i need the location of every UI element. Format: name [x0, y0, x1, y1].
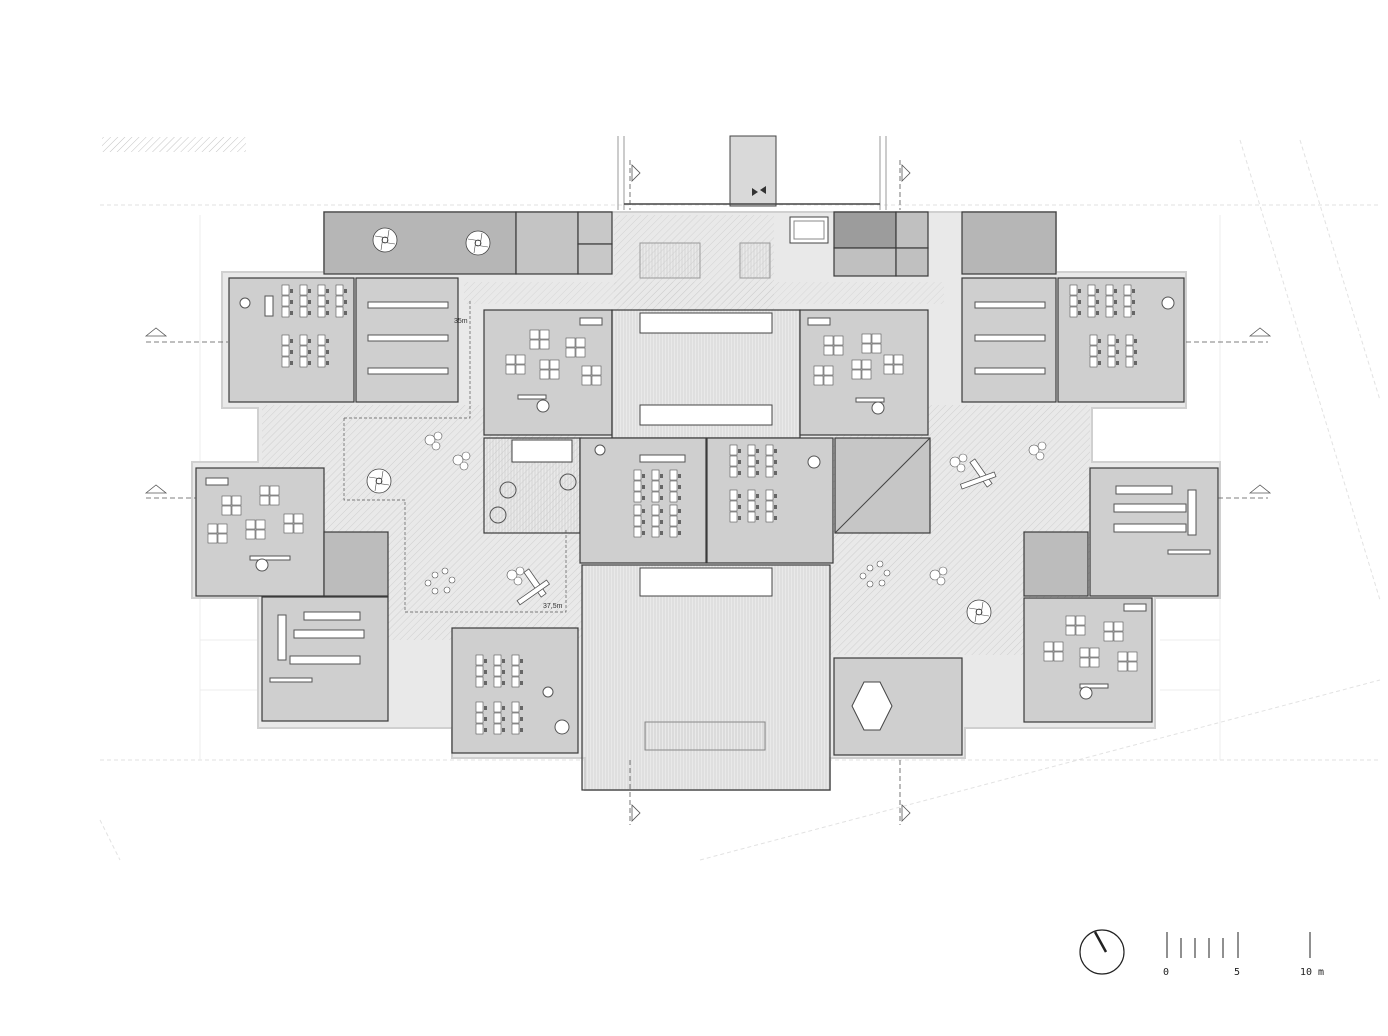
classroom-right-mid — [1089, 467, 1219, 597]
legend-hatch — [102, 137, 246, 152]
classroom-center-right — [799, 309, 929, 436]
hall-lower — [581, 564, 831, 791]
section-markers — [144, 160, 1272, 825]
courtyard — [483, 437, 581, 534]
stage — [833, 657, 963, 756]
classroom-mid-a — [579, 437, 707, 564]
classroom-center-left — [483, 309, 613, 436]
tree-icon — [372, 227, 398, 253]
classroom-mid-b — [706, 437, 834, 564]
scale-bar — [1166, 932, 1311, 958]
scale-label-5: 5 — [1234, 967, 1240, 978]
circle-seating — [424, 560, 891, 595]
scale-label-0: 0 — [1163, 967, 1169, 978]
dimension-upper: 35m — [454, 318, 468, 325]
scale-label-10: 10 m — [1300, 967, 1324, 978]
t-benches — [516, 458, 997, 606]
top-rooms — [323, 211, 1057, 277]
classroom-left-bottom — [451, 627, 579, 754]
hall-center — [611, 309, 801, 439]
library-right — [961, 277, 1057, 403]
stairs-top — [639, 242, 771, 279]
library-left — [355, 277, 459, 403]
classroom-left-low — [261, 596, 389, 722]
classroom-right-top — [1057, 277, 1185, 403]
classroom-right-low — [1023, 597, 1153, 723]
tree-icon — [966, 599, 992, 625]
storage-right — [1023, 531, 1089, 597]
classroom-left-mid — [195, 467, 325, 597]
tree-icon — [465, 230, 491, 256]
classroom-left-top — [228, 277, 355, 403]
circulation-path — [343, 300, 567, 613]
tree-icon — [366, 468, 392, 494]
entrance-corridor — [617, 135, 887, 244]
dimension-lower: 37,5m — [543, 603, 563, 610]
north-arrow-icon — [1079, 929, 1125, 975]
void-right — [834, 437, 931, 534]
storage-left — [323, 531, 389, 597]
